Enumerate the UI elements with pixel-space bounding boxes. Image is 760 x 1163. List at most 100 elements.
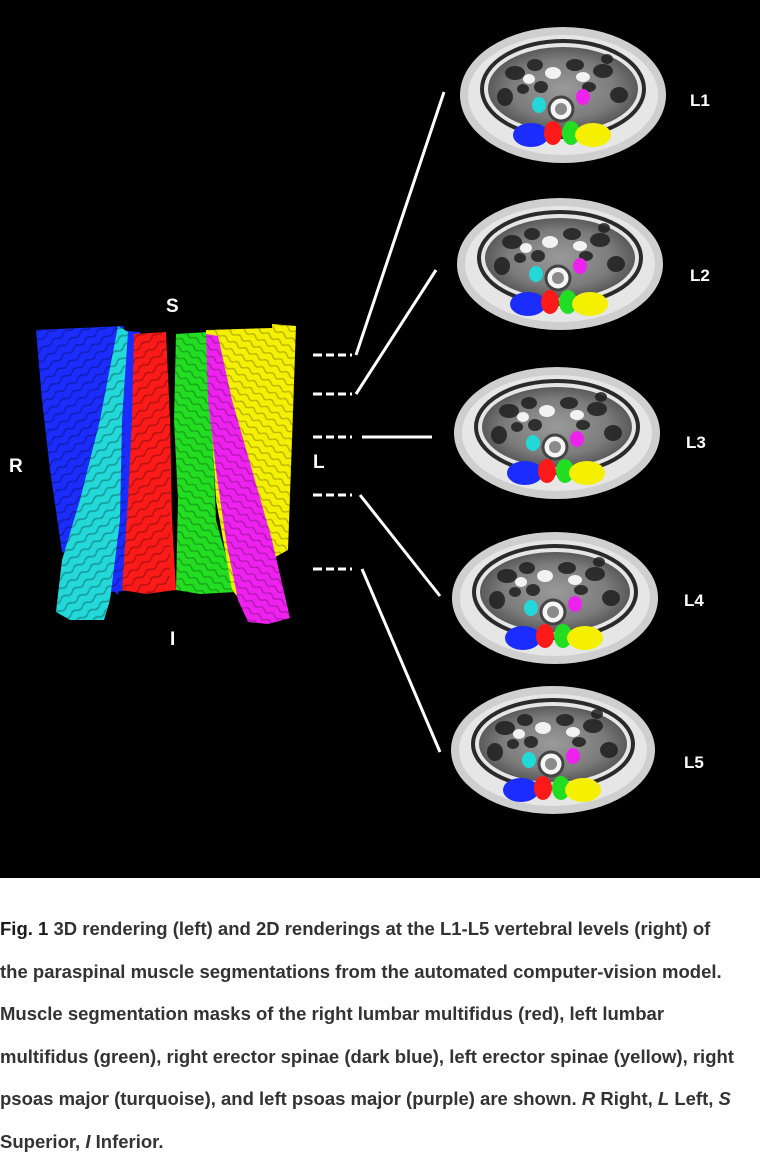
- bowel-loop: [487, 743, 503, 761]
- bowel-bright: [573, 241, 587, 251]
- bowel-loop: [517, 84, 529, 94]
- bowel-bright: [570, 410, 584, 420]
- left-erector-spinae-mask: [567, 626, 603, 650]
- connector-l2: [313, 269, 438, 396]
- right-multifidus-mask: [544, 121, 562, 145]
- connector-l4: [313, 493, 442, 597]
- abbrev-val-l: Left,: [674, 1088, 714, 1109]
- bowel-loop: [558, 562, 576, 574]
- bowel-loop: [491, 426, 507, 444]
- figure-svg: S I R L L1 L2 L3 L4 L5: [9, 27, 710, 814]
- bowel-loop: [601, 54, 613, 64]
- bowel-loop: [526, 584, 540, 596]
- bowel-loop: [497, 88, 513, 106]
- mri-slices: [451, 27, 666, 814]
- abbrev-val-s: Superior,: [0, 1130, 81, 1152]
- bowel-bright: [568, 575, 582, 585]
- bowel-loop: [590, 233, 610, 247]
- right-erector-spinae-mask: [513, 123, 549, 147]
- right-multifidus-mask: [538, 459, 556, 483]
- bowel-bright: [535, 722, 551, 734]
- bowel-loop: [563, 228, 581, 240]
- muscle-3d-rendering: [36, 324, 296, 624]
- bowel-loop: [591, 709, 603, 719]
- bowel-loop: [602, 590, 620, 606]
- ridge-overlay-b: [174, 324, 296, 624]
- bowel-loop: [509, 587, 521, 597]
- caption-abbreviations: R Right, L Left, S Superior, I Inferior.: [0, 1088, 731, 1152]
- bowel-loop: [593, 557, 605, 567]
- level-label-l2: L2: [690, 266, 710, 285]
- right-erector-spinae-mask: [505, 626, 541, 650]
- caption-label: Fig. 1: [0, 918, 49, 939]
- label-left: L: [313, 452, 325, 473]
- bowel-bright: [523, 74, 535, 84]
- connector-l1: [313, 91, 446, 357]
- bowel-loop: [560, 397, 578, 409]
- bowel-loop: [587, 402, 607, 416]
- bowel-loop: [607, 256, 625, 272]
- left-erector-spinae-mask: [569, 461, 605, 485]
- abbrev-val-i: Inferior.: [95, 1130, 164, 1152]
- left-multifidus-mask: [556, 459, 574, 483]
- left-psoas-mask: [570, 431, 584, 447]
- abbrev-val-r: Right,: [600, 1088, 653, 1109]
- bowel-bright: [539, 405, 555, 417]
- right-erector-spinae-mask: [503, 778, 539, 802]
- bowel-loop: [582, 82, 596, 92]
- abbrev-key-l: L: [657, 1088, 670, 1109]
- bowel-loop: [527, 59, 543, 71]
- left-psoas-mask: [576, 89, 590, 105]
- bowel-loop: [514, 253, 526, 263]
- right-psoas-mask: [524, 600, 538, 616]
- bowel-loop: [499, 404, 519, 418]
- level-label-l4: L4: [684, 591, 704, 610]
- left-erector-spinae-mask: [575, 123, 611, 147]
- right-psoas-mask: [532, 97, 546, 113]
- bowel-bright: [542, 236, 558, 248]
- mri-slice-l3: [454, 367, 660, 499]
- left-multifidus-mask: [552, 776, 570, 800]
- bowel-bright: [513, 729, 525, 739]
- bowel-loop: [519, 562, 535, 574]
- mri-slice-l2: [457, 198, 663, 330]
- left-psoas-mask: [568, 596, 582, 612]
- label-inferior: I: [170, 629, 175, 650]
- right-erector-spinae-mask: [510, 292, 546, 316]
- vertebral-core: [547, 606, 559, 618]
- bowel-loop: [593, 64, 613, 78]
- bowel-loop: [505, 66, 525, 80]
- bowel-bright: [537, 570, 553, 582]
- level-label-l1: L1: [690, 91, 710, 110]
- connector-l5: [313, 567, 442, 753]
- vertebral-core: [545, 758, 557, 770]
- bowel-loop: [585, 567, 605, 581]
- bowel-loop: [531, 250, 545, 262]
- ridge-overlay-a: [36, 326, 170, 620]
- level-connectors: [313, 91, 446, 753]
- bowel-loop: [494, 257, 510, 275]
- right-multifidus-mask: [534, 776, 552, 800]
- left-multifidus-mask: [554, 624, 572, 648]
- abbrev-key-i: I: [85, 1130, 91, 1152]
- bowel-loop: [600, 742, 618, 758]
- bowel-bright: [576, 72, 590, 82]
- bowel-loop: [574, 585, 588, 595]
- bowel-loop: [595, 392, 607, 402]
- bowel-loop: [495, 721, 515, 735]
- right-psoas-mask: [526, 435, 540, 451]
- label-right: R: [9, 456, 23, 477]
- bowel-loop: [604, 425, 622, 441]
- bowel-loop: [497, 569, 517, 583]
- bowel-bright: [520, 243, 532, 253]
- mri-slice-l4: [452, 532, 658, 664]
- bowel-bright: [515, 577, 527, 587]
- level-label-l5: L5: [684, 753, 704, 772]
- bowel-loop: [507, 739, 519, 749]
- left-multifidus-mask: [559, 290, 577, 314]
- bowel-bright: [566, 727, 580, 737]
- label-superior: S: [166, 296, 179, 317]
- bowel-loop: [579, 251, 593, 261]
- bowel-loop: [566, 59, 584, 71]
- left-psoas-mask: [566, 748, 580, 764]
